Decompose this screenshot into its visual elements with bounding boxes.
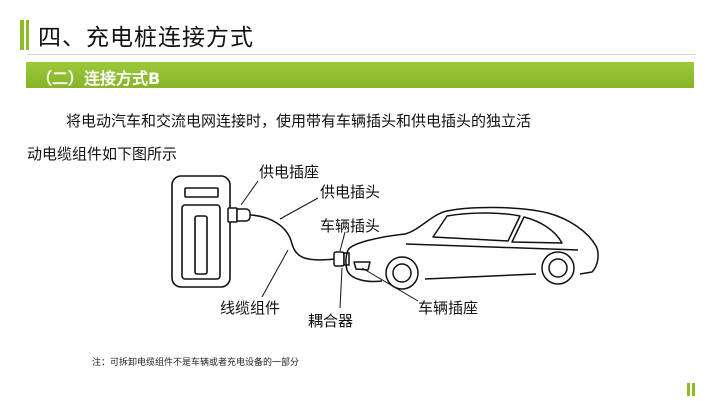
title-accent-bar [20,20,24,50]
paragraph-line-1: 将电动汽车和交流电网连接时，使用带有车辆插头和供电插头的独立活 [66,112,532,130]
section-header-band: （二）连接方式B [26,62,694,88]
label-vehicle-plug: 车辆插头 [320,217,380,235]
cable-line [249,214,336,261]
title-divider [28,54,696,55]
charging-station [171,175,231,288]
label-coupler: 耦合器 [308,312,353,330]
title-accent-bar-2 [26,20,29,50]
car-outline [345,206,599,290]
page-title: 四、充电桩连接方式 [38,25,254,51]
paragraph-line-2: 动电缆组件如下图所示 [27,145,178,163]
label-cable-assembly: 线缆组件 [220,299,280,317]
corner-accent-mark-2 [692,383,695,396]
footnote: 注：可拆卸电缆组件不是车辆或者充电设备的一部分 [92,358,300,368]
section-label: （二）连接方式B [36,69,161,88]
label-vehicle-inlet: 车辆插座 [418,299,478,317]
label-supply-plug: 供电插头 [320,183,380,201]
label-supply-socket: 供电插座 [259,163,319,181]
corner-accent-mark [687,383,690,396]
supply-plug-graphic [227,207,251,223]
leader-lines [240,180,419,309]
